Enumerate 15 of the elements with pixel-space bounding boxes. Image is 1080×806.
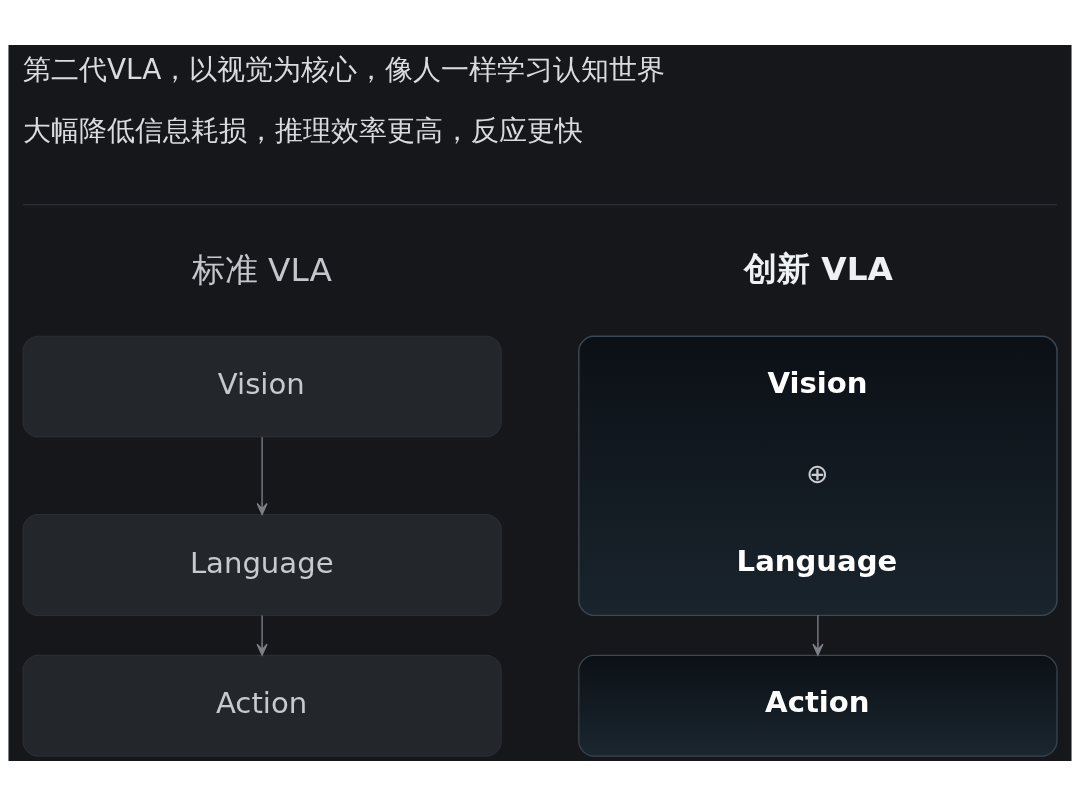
node-box: Language <box>22 514 502 616</box>
node-text: Vision <box>767 365 868 400</box>
label: 大幅降低信息耗损，推理效率更高，反应更快 <box>23 114 584 148</box>
label: 创新 VLA <box>743 249 893 288</box>
cluster <box>578 335 1058 617</box>
node-box: Action <box>22 654 502 757</box>
arrow <box>256 614 268 656</box>
label: 第二代VLA，以视觉为核心，像人一样学习认知世界 <box>23 53 666 87</box>
label: 标准 VLA <box>191 251 332 290</box>
node-text: Language <box>736 544 898 579</box>
arrow <box>256 436 268 516</box>
label: ⊕ <box>806 457 829 489</box>
arrow <box>812 614 824 656</box>
node-box: Action <box>578 654 1058 757</box>
node-box: Vision <box>22 335 502 438</box>
